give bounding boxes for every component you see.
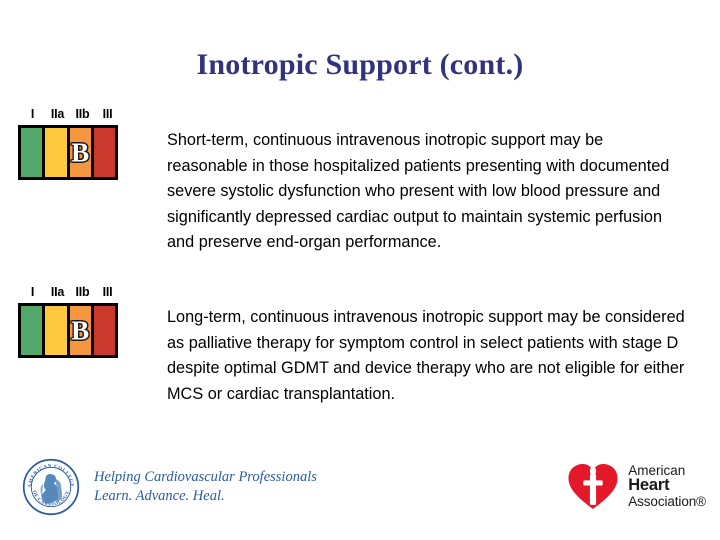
- class-label-iia: IIa: [50, 285, 65, 299]
- class-cell-iib: B: [69, 306, 91, 355]
- aha-word-heart: Heart: [628, 476, 670, 495]
- class-cell-i: [21, 128, 43, 177]
- acc-tagline-line-2: Learn. Advance. Heal.: [94, 488, 225, 504]
- class-cell-iia: [45, 306, 67, 355]
- class-label-iib: IIb: [75, 107, 90, 121]
- class-cell-iii: [93, 306, 115, 355]
- page-title: Inotropic Support (cont.): [196, 48, 524, 81]
- class-label-iii: III: [102, 285, 113, 299]
- level-of-evidence-letter-2: B: [71, 315, 90, 345]
- class-label-iib: IIb: [75, 285, 90, 299]
- acc-tagline: Helping Cardiovascular Professionals Lea…: [94, 468, 317, 506]
- recommendation-text-2: Long-term, continuous intravenous inotro…: [167, 308, 685, 403]
- class-labels-2: I IIa IIb III: [20, 286, 120, 299]
- acc-seal-icon: AMERICAN COLLEGE OF CARDIOLOGY: [22, 458, 80, 516]
- acc-tagline-line-1: Helping Cardiovascular Professionals: [94, 469, 317, 485]
- class-label-i: I: [30, 285, 35, 299]
- aha-logo: American Heart Association®: [567, 462, 706, 510]
- class-of-recommendation-indicator-2: I IIa IIb III B: [18, 286, 120, 358]
- recommendation-text-1: Short-term, continuous intravenous inotr…: [167, 131, 670, 251]
- class-cell-i: [21, 306, 43, 355]
- slide-footer: AMERICAN COLLEGE OF CARDIOLOGY Helping C…: [0, 450, 720, 540]
- class-of-recommendation-indicator-1: I IIa IIb III B: [18, 108, 120, 180]
- aha-word-american: American: [628, 462, 686, 478]
- class-cell-iia: [45, 128, 67, 177]
- aha-heart-torch-icon: [567, 462, 619, 510]
- class-cell-iib: B: [69, 128, 91, 177]
- class-cell-iii: [93, 128, 115, 177]
- aha-wordmark: American Heart Association®: [628, 463, 706, 510]
- class-label-i: I: [30, 107, 35, 121]
- class-label-iia: IIa: [50, 107, 65, 121]
- class-color-bar-1: B: [18, 125, 118, 180]
- class-color-bar-2: B: [18, 303, 118, 358]
- acc-logo: AMERICAN COLLEGE OF CARDIOLOGY Helping C…: [22, 458, 317, 516]
- level-of-evidence-letter-1: B: [71, 137, 90, 167]
- aha-word-association: Association®: [628, 493, 706, 509]
- class-label-iii: III: [102, 107, 113, 121]
- class-labels-1: I IIa IIb III: [20, 108, 120, 121]
